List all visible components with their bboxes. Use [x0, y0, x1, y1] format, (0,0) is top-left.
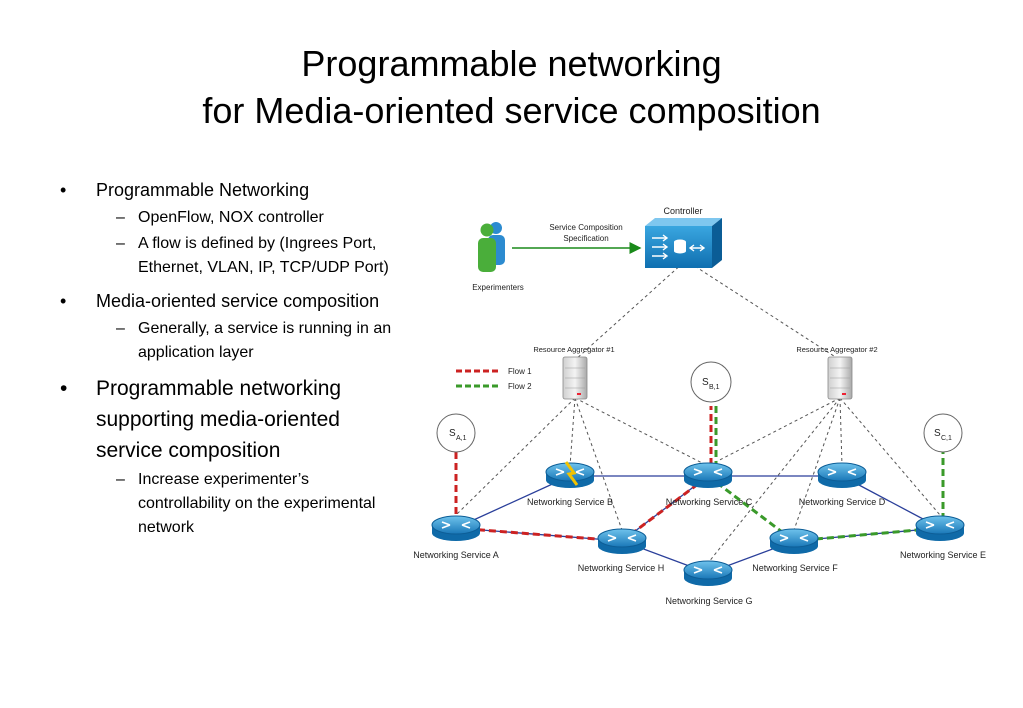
sub-bullet-dash: –	[116, 471, 125, 488]
router-h-icon	[597, 528, 647, 555]
router-f-icon	[769, 528, 819, 555]
sa-main: S	[449, 428, 456, 439]
slide-title: Programmable networking for Media-orient…	[0, 40, 1023, 134]
experimenters-label: Experimenters	[472, 283, 524, 292]
sa-sub: A,1	[456, 435, 467, 442]
aggregator-2-server-icon	[827, 356, 853, 400]
ns-c-label: Networking Service C	[666, 497, 753, 507]
bullet-1: • Programmable Networking	[60, 177, 400, 204]
router-c-icon	[683, 462, 733, 489]
controller-icon	[645, 218, 722, 268]
experimenters-icon	[478, 222, 505, 272]
lightning-icon	[564, 461, 579, 486]
ns-f-label: Networking Service F	[752, 563, 838, 573]
bullet-2-text: Media-oriented service composition	[96, 291, 380, 311]
flow-1-label: Flow 1	[508, 367, 532, 376]
bullet-3-text: Programmable networking supporting media…	[96, 377, 342, 462]
flow-legend: Flow 1 Flow 2	[456, 367, 532, 391]
sub-bullet-2-1: – Generally, a service is running in an …	[60, 317, 400, 365]
aggregator-1-label: Resource Aggregator #1	[533, 345, 614, 354]
bullet-dot: •	[60, 291, 67, 311]
service-sb-circle: S B,1	[690, 361, 732, 403]
router-a-icon	[431, 515, 481, 542]
service-sc-circle: S C,1	[923, 413, 963, 453]
sb-sub: B,1	[709, 384, 720, 391]
physical-links	[455, 475, 941, 574]
title-line-2: for Media-oriented service composition	[202, 90, 821, 131]
sub-bullet-3-1: – Increase experimenter’s controllabilit…	[60, 468, 400, 540]
aggregator-2-label: Resource Aggregator #2	[796, 345, 877, 354]
bullet-dot: •	[60, 377, 68, 400]
bullet-1-text: Programmable Networking	[96, 180, 310, 200]
ns-b-label: Networking Service B	[527, 497, 613, 507]
title-line-1: Programmable networking	[301, 43, 722, 84]
spec-label-1: Service Composition	[549, 223, 622, 232]
sub-bullet-dash: –	[116, 209, 125, 226]
ns-e-label: Networking Service E	[900, 550, 986, 560]
bullet-list: • Programmable Networking – OpenFlow, NO…	[60, 172, 400, 540]
flow-2-label: Flow 2	[508, 382, 532, 391]
bullet-3: • Programmable networking supporting med…	[60, 373, 400, 466]
sc-sub: C,1	[941, 435, 952, 442]
ns-g-label: Networking Service G	[665, 596, 752, 606]
service-sa-circle: S A,1	[436, 413, 476, 453]
aggregator-1-server-icon	[562, 356, 588, 400]
router-e-icon	[915, 515, 965, 542]
spec-label-2: Specification	[563, 234, 608, 243]
sub-bullet-dash: –	[116, 235, 125, 252]
sub-bullet-1-2-text: A flow is defined by (Ingrees Port, Ethe…	[138, 235, 389, 276]
bullet-dot: •	[60, 180, 67, 200]
sb-main: S	[702, 377, 709, 388]
router-d-icon	[817, 462, 867, 489]
ns-a-label: Networking Service A	[413, 550, 499, 560]
sc-main: S	[934, 428, 941, 439]
sub-bullet-2-1-text: Generally, a service is running in an ap…	[138, 320, 392, 361]
sub-bullet-1-2: – A flow is defined by (Ingrees Port, Et…	[60, 232, 400, 280]
ns-d-label: Networking Service D	[799, 497, 886, 507]
router-labels: Networking Service A Networking Service …	[413, 497, 986, 606]
sub-bullet-3-1-text: Increase experimenter’s controllability …	[138, 471, 376, 536]
ns-h-label: Networking Service H	[578, 563, 665, 573]
bullet-2: • Media-oriented service composition	[60, 288, 400, 315]
sub-bullet-1-1-text: OpenFlow, NOX controller	[138, 209, 324, 226]
network-diagram: Experimenters Service Composition Specif…	[413, 206, 986, 606]
control-links	[455, 262, 941, 564]
controller-label: Controller	[663, 206, 702, 216]
router-g-icon	[683, 560, 733, 587]
sub-bullet-dash: –	[116, 320, 125, 337]
sub-bullet-1-1: – OpenFlow, NOX controller	[60, 206, 400, 230]
